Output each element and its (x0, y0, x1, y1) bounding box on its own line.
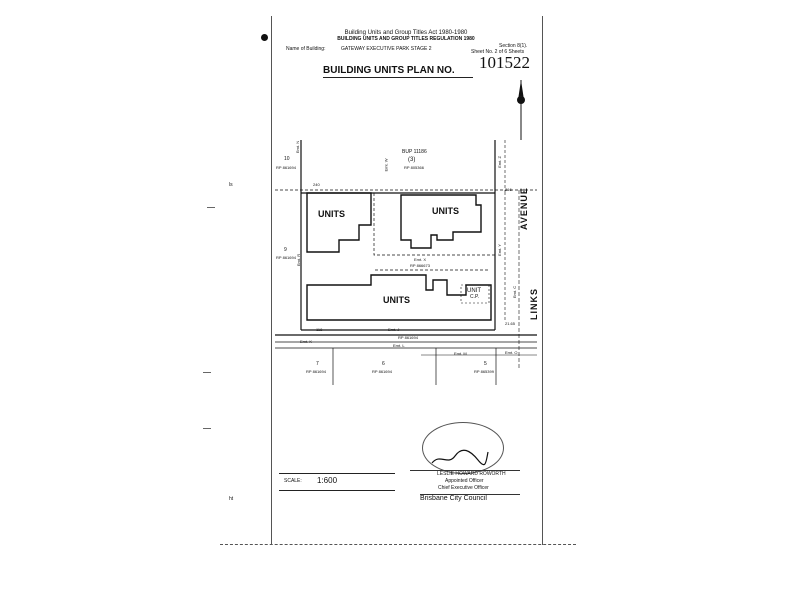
signatory-name: LESLIE HOWARD ROWORTH (437, 471, 506, 477)
sheet-bottom-edge (220, 544, 576, 545)
building-name-label: Name of Building: (286, 46, 326, 52)
scale-label: SCALE: (284, 478, 302, 484)
emt-x-mid-label: Emt. X (414, 257, 427, 262)
section-ref: Section 8(1). (499, 43, 528, 49)
bup-ref: BUP 11186 (402, 149, 427, 155)
margin-tick-1 (207, 207, 215, 208)
emt-m-label: Emt. M (454, 351, 467, 356)
council-name: Brisbane City Council (420, 495, 487, 502)
emt-c-label: Emt. C (512, 285, 518, 299)
emt-z-label: Emt. Z (496, 156, 502, 168)
site-plan-drawing (275, 80, 537, 385)
dim-21-65: 21.65 (505, 321, 516, 326)
lot-6-rp: RP 861694 (372, 369, 392, 374)
plan-title: BUILDING UNITS PLAN NO. (323, 65, 455, 76)
avenue-road-label: AVENUE (519, 187, 529, 230)
lot-10-rp: RP 861694 (276, 165, 296, 170)
title-underline (323, 77, 473, 78)
unit-cp-label: UNIT (467, 288, 481, 294)
margin-tick-3 (203, 428, 211, 429)
margin-tick-2 (203, 372, 211, 373)
plan-sheet-border (271, 16, 543, 545)
lot-5-rp: RP 865399 (474, 369, 494, 374)
signature-mark (431, 449, 489, 466)
dim-118: 118 (316, 327, 323, 332)
title-block: Building Units and Group Titles Act 1980… (271, 28, 541, 78)
lot-5: 5 (484, 361, 487, 367)
dashed-driveway (373, 193, 496, 256)
binding-hole (261, 34, 268, 41)
council-seal (422, 422, 504, 474)
emt-l-label: Emt. L (393, 343, 405, 348)
margin-mark-bottom: ht (229, 496, 234, 502)
lot-9-rp: RP 861694 (276, 255, 296, 260)
emt-k-label: Emt. K (300, 339, 313, 344)
units-bottom-label: UNITS (383, 295, 410, 305)
unit-cp-sub: C.P. (470, 294, 480, 300)
regulation-line: BUILDING UNITS AND GROUP TITLES REGULATI… (337, 36, 475, 42)
units-left-label: UNITS (318, 209, 345, 219)
bup-ref-sub: (3) (408, 157, 416, 163)
lot-10: 10 (284, 156, 290, 162)
building-name: GATEWAY EXECUTIVE PARK STAGE 2 (341, 46, 432, 52)
emt-j-rp: RP 861694 (398, 335, 418, 340)
emt-j-label: Emt. J (388, 327, 400, 332)
links-road-label: LINKS (529, 288, 539, 320)
sheet-number: Sheet No. 2 of 6 Sheets (471, 49, 525, 55)
lot-7: 7 (316, 361, 319, 367)
act-line: Building Units and Group Titles Act 1980… (344, 30, 468, 36)
signatory-role: Appointed Officer (445, 478, 484, 484)
council-underline (420, 494, 520, 495)
emt-r-label: Emt. R (296, 253, 302, 267)
units-bottom-outline (306, 274, 492, 321)
lot-6: 6 (382, 361, 385, 367)
bup-ref-code: RP 805366 (404, 165, 424, 170)
emt-w-label: Emt. W (383, 158, 389, 172)
north-arrow (517, 80, 525, 140)
lot-7-rp: RP 861694 (306, 369, 326, 374)
units-right-outline (400, 194, 482, 249)
dim-216: 216 (505, 187, 512, 192)
units-right-label: UNITS (432, 206, 459, 216)
emt-n-label: Emt. N (295, 140, 301, 154)
emt-o-label: Emt. O (505, 350, 518, 355)
plan-number: 101522 (479, 53, 530, 72)
dim-240: 240 (313, 182, 320, 187)
scale-value: 1:600 (317, 476, 338, 485)
scale-box: SCALE: 1:600 (279, 473, 395, 491)
signature-line (410, 470, 520, 471)
lot-9: 9 (284, 247, 287, 253)
units-left-outline (306, 192, 372, 253)
signatory-title: Chief Executive Officer (438, 485, 489, 491)
emt-x-mid-rp: RP 866673 (410, 263, 430, 268)
emt-y-label: Emt. Y (496, 244, 502, 256)
unit-cp-box (460, 284, 490, 304)
margin-mark-top: ls (229, 182, 233, 188)
